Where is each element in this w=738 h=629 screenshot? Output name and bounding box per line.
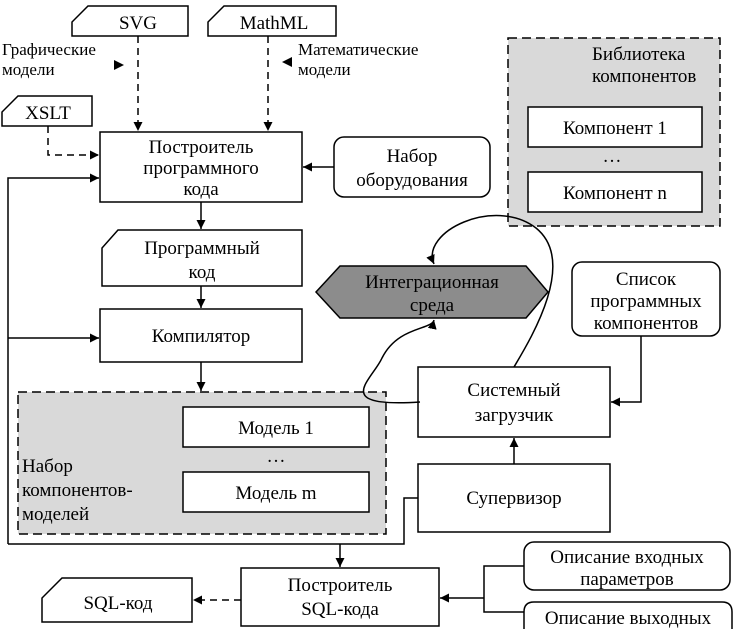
program-code-line2: код — [189, 262, 216, 283]
input-params-to-sql-line — [483, 565, 524, 598]
models-set-title-line2: компонентов- — [22, 480, 133, 501]
program-code-document: Программный код — [101, 229, 303, 287]
code-builder-box: Построитель программного кода — [99, 131, 303, 203]
math-models-label-line2: модели — [298, 60, 351, 79]
output-params-label: Описание выходных — [545, 608, 712, 629]
graphic-models-label-line2: модели — [2, 60, 55, 79]
component-n-label: Компонент n — [563, 183, 667, 204]
mathml-input-document: MathML — [207, 5, 337, 37]
sql-builder-line1: Построитель — [288, 575, 393, 596]
loader-to-env-curve — [426, 214, 554, 368]
models-ellipsis: … — [267, 446, 286, 467]
library-title-line1: Библиотека — [592, 44, 686, 65]
input-params-line2: параметров — [580, 569, 674, 590]
program-code-line1: Программный — [144, 238, 260, 259]
feedback-to-builder-arrow — [7, 173, 99, 544]
model-1-box: Модель 1 — [182, 406, 370, 448]
math-models-pointer-icon — [282, 57, 292, 67]
component-n-box: Компонент n — [527, 171, 703, 213]
graphic-models-label-line1: Графические — [2, 40, 96, 59]
sql-builder-line2: SQL-кода — [301, 599, 379, 620]
component-list-line3: компонентов — [594, 313, 698, 334]
sql-builder-box: Построитель SQL-кода — [240, 567, 440, 627]
equipment-set-line2: оборудования — [356, 170, 468, 191]
model-m-label: Модель m — [235, 483, 316, 504]
code-builder-line3: кода — [183, 179, 219, 200]
system-loader-line1: Системный — [467, 380, 560, 401]
xslt-input-document: XSLT — [1, 95, 93, 127]
component-list-line2: программных — [590, 291, 702, 312]
xslt-to-builder-arrow — [47, 126, 99, 160]
graphic-models-pointer-icon — [114, 60, 124, 70]
sql-code-document: SQL-код — [41, 577, 193, 623]
svg-label: SVG — [119, 13, 157, 34]
svg-input-document: SVG — [71, 5, 189, 37]
component-list-line1: Список — [616, 269, 677, 290]
input-params-line1: Описание входных — [550, 547, 704, 568]
code-builder-line2: программного — [143, 158, 258, 179]
component-1-box: Компонент 1 — [527, 106, 703, 148]
component-list-box: Список программных компонентов — [571, 261, 721, 337]
sql-code-label: SQL-код — [83, 593, 152, 614]
output-params-box: Описание выходных — [523, 601, 733, 629]
loader-env-loop — [362, 319, 437, 404]
supervisor-label: Супервизор — [466, 488, 561, 509]
compiler-label: Компилятор — [152, 326, 251, 347]
integration-env-line1: Интеграционная — [365, 272, 499, 293]
equipment-set-line1: Набор — [387, 146, 438, 167]
system-loader-line2: загрузчик — [475, 405, 554, 426]
integration-environment-node: Интеграционная среда — [314, 265, 549, 319]
library-ellipsis: … — [603, 146, 622, 167]
supervisor-bus-line — [8, 497, 418, 545]
system-loader-box: Системный загрузчик — [417, 366, 611, 438]
compiler-box: Компилятор — [99, 308, 303, 363]
integration-env-line2: среда — [410, 295, 455, 316]
xslt-label: XSLT — [25, 103, 71, 124]
models-set-title-line3: моделей — [22, 504, 89, 525]
list-to-loader-arrow — [611, 336, 642, 407]
mathml-label: MathML — [240, 13, 309, 34]
library-title-line2: компонентов — [592, 66, 696, 87]
output-params-to-sql-line — [483, 598, 524, 613]
model-1-label: Модель 1 — [238, 418, 314, 439]
connectors — [7, 36, 642, 613]
code-builder-line1: Построитель — [149, 137, 254, 158]
input-params-box: Описание входных параметров — [523, 541, 731, 591]
component-1-label: Компонент 1 — [563, 118, 667, 139]
models-set-title-line1: Набор — [22, 456, 73, 477]
math-models-label-line1: Математические — [298, 40, 418, 59]
supervisor-box: Супервизор — [417, 463, 611, 533]
model-m-box: Модель m — [182, 471, 370, 513]
equipment-set-box: Набор оборудования — [333, 136, 491, 198]
